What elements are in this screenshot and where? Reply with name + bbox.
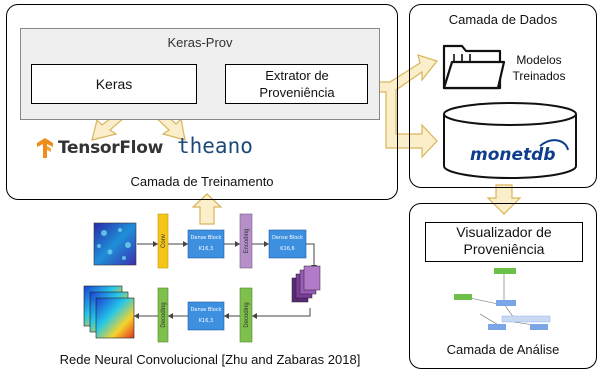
monetdb-label: monetdb: [470, 145, 556, 165]
keras-label: Keras: [95, 76, 133, 92]
feature-map-stack: [291, 265, 321, 303]
conv-label: Conv: [161, 234, 167, 248]
cnn-caption: Rede Neural Convolucional [Zhu and Zabar…: [59, 352, 361, 367]
keras-box: [31, 64, 197, 104]
encoding-layer: [239, 213, 253, 269]
data-layer-panel: [409, 4, 597, 188]
dense-block-1-label: Dense Block K16,3: [190, 235, 222, 252]
decoding-label-2: Decoding: [161, 302, 167, 327]
data-layer-title: Camada de Dados: [448, 12, 558, 27]
folder-icon: [442, 44, 506, 90]
conv-layer: [157, 213, 169, 269]
extractor-box: [225, 64, 368, 104]
decoding-layer-2: [157, 287, 169, 343]
input-field-speckles: [97, 228, 131, 260]
database-icon: [443, 102, 577, 179]
theano-label: theano: [177, 134, 253, 158]
models-label: Modelos Treinados: [512, 53, 566, 83]
decoding-label-1: Decoding: [244, 302, 250, 327]
analysis-layer-title: Camada de Análise: [446, 342, 560, 357]
analysis-layer-panel: [409, 203, 597, 369]
dense-block-2: [268, 229, 307, 259]
tensorflow-icon: [37, 138, 53, 158]
visualizer-box: [425, 222, 583, 262]
encoding-label: Encoding: [244, 228, 250, 253]
extractor-label: Extrator de Proveniência: [259, 68, 335, 100]
keras-prov-label: Keras-Prov: [167, 35, 233, 50]
dense-block-3: [187, 301, 225, 331]
output-field-images: [83, 285, 135, 339]
provenance-graph-preview: [454, 268, 551, 330]
training-layer-title: Camada de Treinamento: [130, 174, 274, 189]
cnn-to-training-arrow: [191, 193, 223, 225]
visualizer-label: Visualizador de Proveniência: [456, 224, 552, 257]
training-layer-panel: [6, 4, 398, 200]
tensorflow-label: TensorFlow: [58, 138, 163, 158]
dense-block-1: [187, 229, 225, 259]
dense-block-2-label: Dense Block K16,6: [272, 235, 303, 252]
decoding-layer-1: [239, 287, 253, 343]
dense-block-3-label: Dense Block K16,3: [190, 307, 222, 324]
